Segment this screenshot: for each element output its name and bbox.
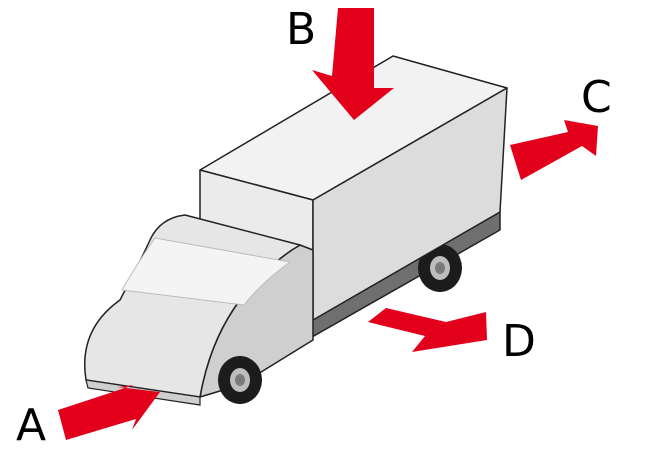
cab-windshield — [121, 237, 292, 306]
label-c: C — [581, 72, 612, 123]
front-wheel — [218, 356, 262, 404]
arrow-c-icon — [510, 120, 598, 180]
label-d: D — [502, 316, 536, 367]
label-a: A — [16, 400, 46, 451]
truck-icon — [84, 55, 508, 406]
rear-wheel — [418, 244, 462, 292]
arrow-d-icon — [368, 308, 487, 352]
arrow-a-icon — [58, 385, 160, 440]
label-b: B — [286, 4, 316, 55]
arrow-b-icon — [312, 8, 394, 120]
